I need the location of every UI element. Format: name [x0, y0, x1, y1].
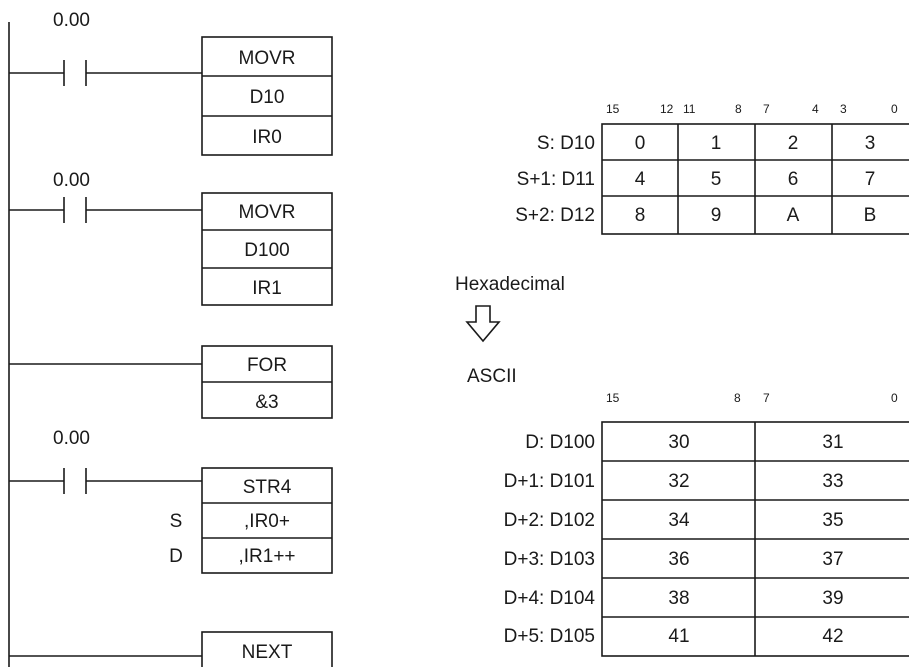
operand-label: S — [170, 511, 183, 532]
bit-label: 0 — [891, 391, 898, 405]
row-label: D+3: D103 — [504, 549, 595, 570]
bit-label: 15 — [606, 102, 620, 116]
instruction-box[interactable] — [201, 192, 333, 306]
table-cell: 39 — [822, 588, 843, 609]
rung-5: NEXT — [9, 631, 333, 667]
row-label: D+1: D101 — [504, 471, 595, 492]
instruction-box[interactable] — [201, 36, 333, 156]
instruction-box[interactable] — [201, 631, 333, 667]
contact-label: 0.00 — [53, 428, 90, 449]
instruction-operand: &3 — [255, 392, 278, 413]
bit-label: 8 — [735, 102, 742, 116]
hexadecimal-label: Hexadecimal — [455, 274, 565, 295]
table-cell: 38 — [668, 588, 689, 609]
instruction-mnemonic: FOR — [247, 355, 287, 376]
row-label: S+1: D11 — [517, 169, 595, 190]
source-table: 15 12 11 8 7 4 3 0 S: D10 S+1: D11 S+2: … — [515, 102, 909, 235]
instruction-operand: ,IR1++ — [238, 546, 295, 567]
instruction-operand: ,IR0+ — [244, 511, 290, 532]
rung-2: 0.00 MOVR D100 IR1 — [9, 170, 333, 306]
table-cell: 30 — [668, 432, 689, 453]
table-cell: 34 — [668, 510, 690, 531]
table-cell: 0 — [635, 133, 646, 154]
row-label: D: D100 — [525, 432, 595, 453]
table-cell: 37 — [822, 549, 843, 570]
table-cell: 7 — [865, 169, 876, 190]
rung-4: 0.00 STR4 ,IR0+ ,IR1++ S D — [9, 428, 333, 574]
row-label: D+5: D105 — [504, 626, 595, 647]
instruction-box[interactable] — [201, 467, 333, 574]
row-label: S+2: D12 — [515, 205, 595, 226]
table-cell: 2 — [788, 133, 799, 154]
table-cell: 31 — [822, 432, 843, 453]
bit-label: 12 — [660, 102, 674, 116]
down-arrow-outline-icon — [465, 305, 501, 343]
row-label: D+2: D102 — [504, 510, 595, 531]
conversion: Hexadecimal ASCII — [455, 274, 565, 387]
table-cell: 9 — [711, 205, 722, 226]
ascii-label: ASCII — [467, 366, 517, 387]
table-cell: 33 — [822, 471, 843, 492]
bit-label: 15 — [606, 391, 620, 405]
table-cell: A — [787, 205, 800, 226]
bit-label: 8 — [734, 391, 741, 405]
contact-label: 0.00 — [53, 10, 90, 31]
dest-table: 15 8 7 0 D: D100 D+1: D101 D+2: D102 D+3… — [504, 391, 909, 657]
instruction-mnemonic: MOVR — [239, 48, 296, 69]
table-cell: 35 — [822, 510, 843, 531]
row-label: D+4: D104 — [504, 588, 596, 609]
table-cell: 41 — [668, 626, 689, 647]
operand-label: D — [169, 546, 183, 567]
table-cell: 42 — [822, 626, 843, 647]
bit-label: 3 — [840, 102, 847, 116]
bit-label: 0 — [891, 102, 898, 116]
instruction-operand: D100 — [244, 240, 289, 261]
rung-1: 0.00 MOVR D10 IR0 — [9, 10, 333, 156]
table-cell: 1 — [711, 133, 722, 154]
table-cell: 36 — [668, 549, 689, 570]
contact-label: 0.00 — [53, 170, 90, 191]
instruction-operand: IR1 — [252, 278, 282, 299]
bit-label: 7 — [763, 102, 770, 116]
bit-label: 7 — [763, 391, 770, 405]
table-cell: 6 — [788, 169, 799, 190]
bit-label: 11 — [683, 102, 696, 116]
bit-label: 4 — [812, 102, 819, 116]
table-cell: 5 — [711, 169, 722, 190]
table-cell: 3 — [865, 133, 876, 154]
instruction-mnemonic: STR4 — [243, 477, 292, 498]
table-cell: 32 — [668, 471, 689, 492]
table-cell: 4 — [635, 169, 646, 190]
instruction-operand: D10 — [250, 87, 285, 108]
rung-3: FOR &3 — [9, 345, 333, 419]
table-cell: 8 — [635, 205, 646, 226]
instruction-mnemonic: NEXT — [242, 642, 293, 663]
instruction-mnemonic: MOVR — [239, 202, 296, 223]
row-label: S: D10 — [537, 133, 595, 154]
table-cell: B — [864, 205, 877, 226]
instruction-operand: IR0 — [252, 127, 282, 148]
